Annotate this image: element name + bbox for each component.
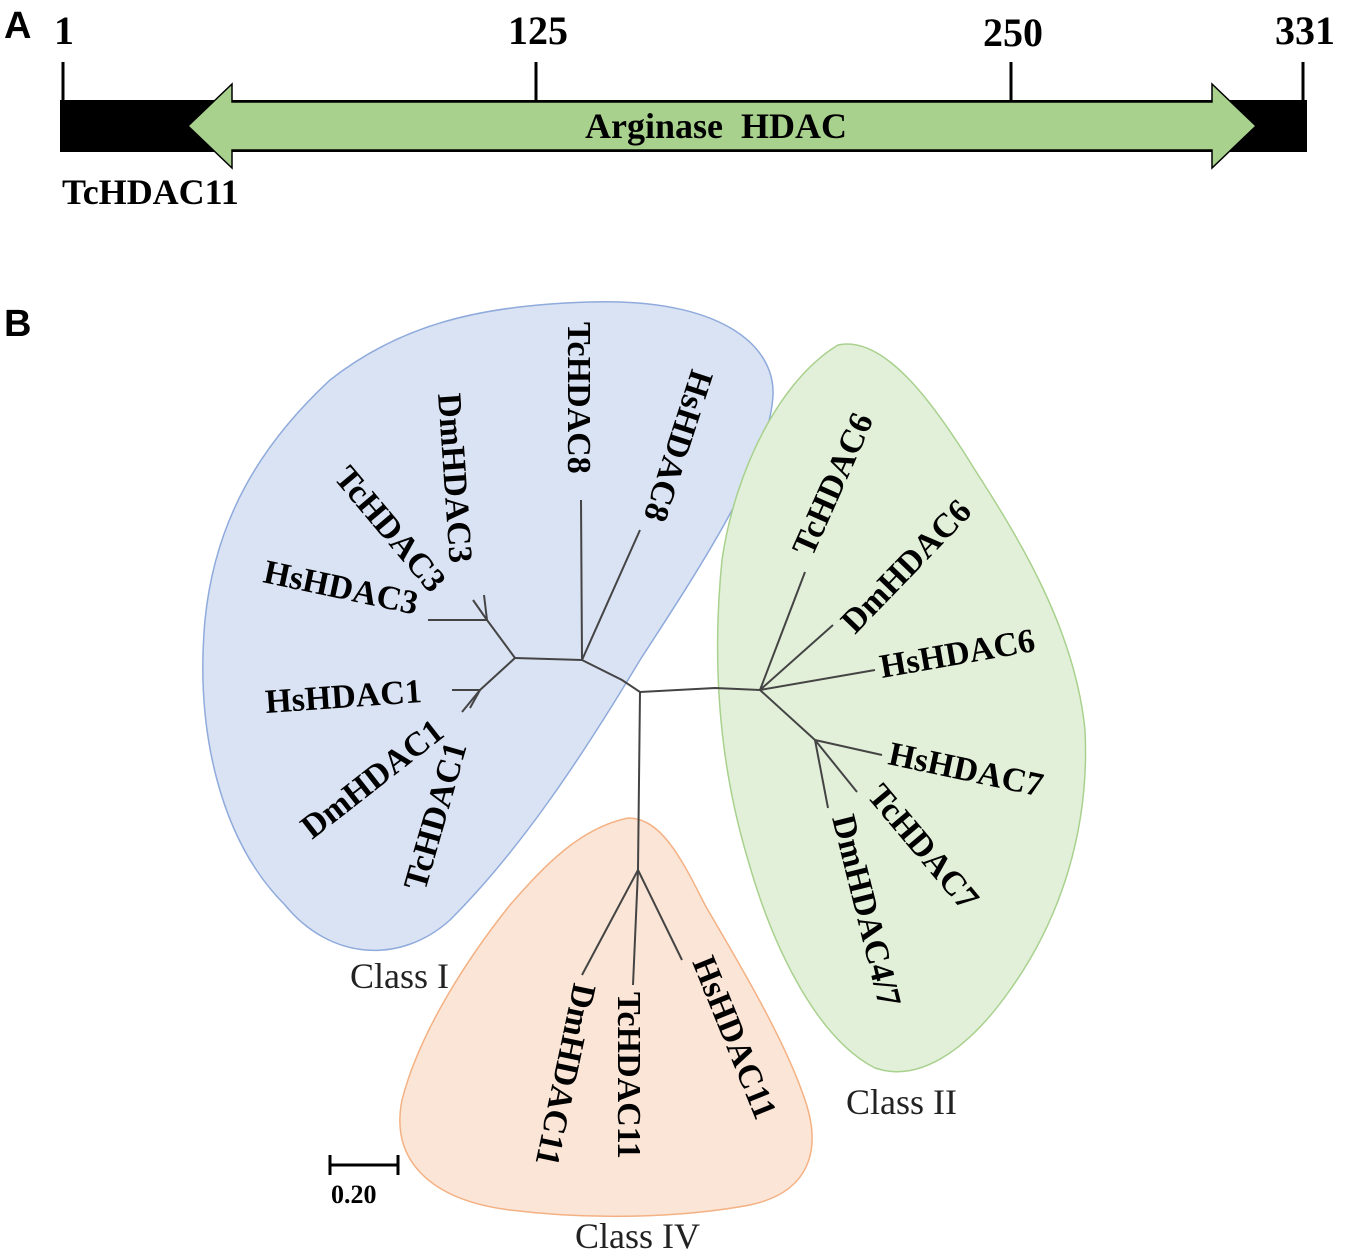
branch-i-inner (514, 657, 583, 661)
scale-bar: 0.20 (328, 1155, 400, 1209)
leaf-label: TcHDAC11 (610, 992, 647, 1159)
branch-tchdac11 (632, 869, 639, 986)
branch-tchdac7 (814, 739, 858, 793)
panel-b: B (4, 301, 1087, 1256)
domain-label: Arginase HDAC (585, 106, 847, 146)
branch-hshdac7 (814, 739, 883, 756)
tick-label-125: 125 (508, 8, 568, 53)
domain-arrow (186, 82, 1258, 170)
tick-label-250: 250 (983, 10, 1043, 55)
branch-hdac7-node (759, 689, 816, 741)
branch-backbone-right (639, 686, 761, 693)
branch-tchdac6 (759, 571, 806, 691)
branch-hdac3-node (486, 619, 516, 659)
branch-backbone-down (637, 691, 641, 871)
class-ii-region (716, 343, 1087, 1073)
panel-a: A 1 125 250 331 Arginase HDAC TcHDAC11 (4, 5, 1335, 212)
protein-label: TcHDAC11 (62, 172, 239, 212)
class-iv-region (399, 817, 813, 1218)
branch-tchdac1 (469, 689, 481, 709)
branch-tchdac3 (472, 599, 488, 621)
tick-label-1: 1 (54, 8, 74, 53)
phylogenetic-tree (428, 499, 883, 986)
branch-dmhdac6 (759, 624, 834, 691)
branch-dmhdac3 (483, 594, 488, 621)
panel-a-letter: A (4, 5, 31, 47)
branch-hshdac8 (581, 529, 641, 661)
class-label-iv: Class IV (575, 1216, 700, 1256)
branch-hshdac11 (637, 869, 683, 961)
branch-dmhdac47 (814, 739, 829, 809)
branch-dmhdac11 (581, 869, 639, 976)
branch-hdac1-node (479, 657, 516, 691)
leaf-label: TcHDAC8 (560, 322, 597, 474)
panel-b-letter: B (4, 303, 31, 345)
class-label-i: Class I (350, 956, 449, 996)
branch-tchdac8 (580, 499, 583, 661)
scale-bar-label: 0.20 (331, 1180, 377, 1209)
branch-backbone-left (581, 659, 641, 693)
branch-hshdac6 (759, 669, 876, 691)
class-label-ii: Class II (846, 1082, 957, 1122)
tick-label-331: 331 (1275, 8, 1335, 53)
